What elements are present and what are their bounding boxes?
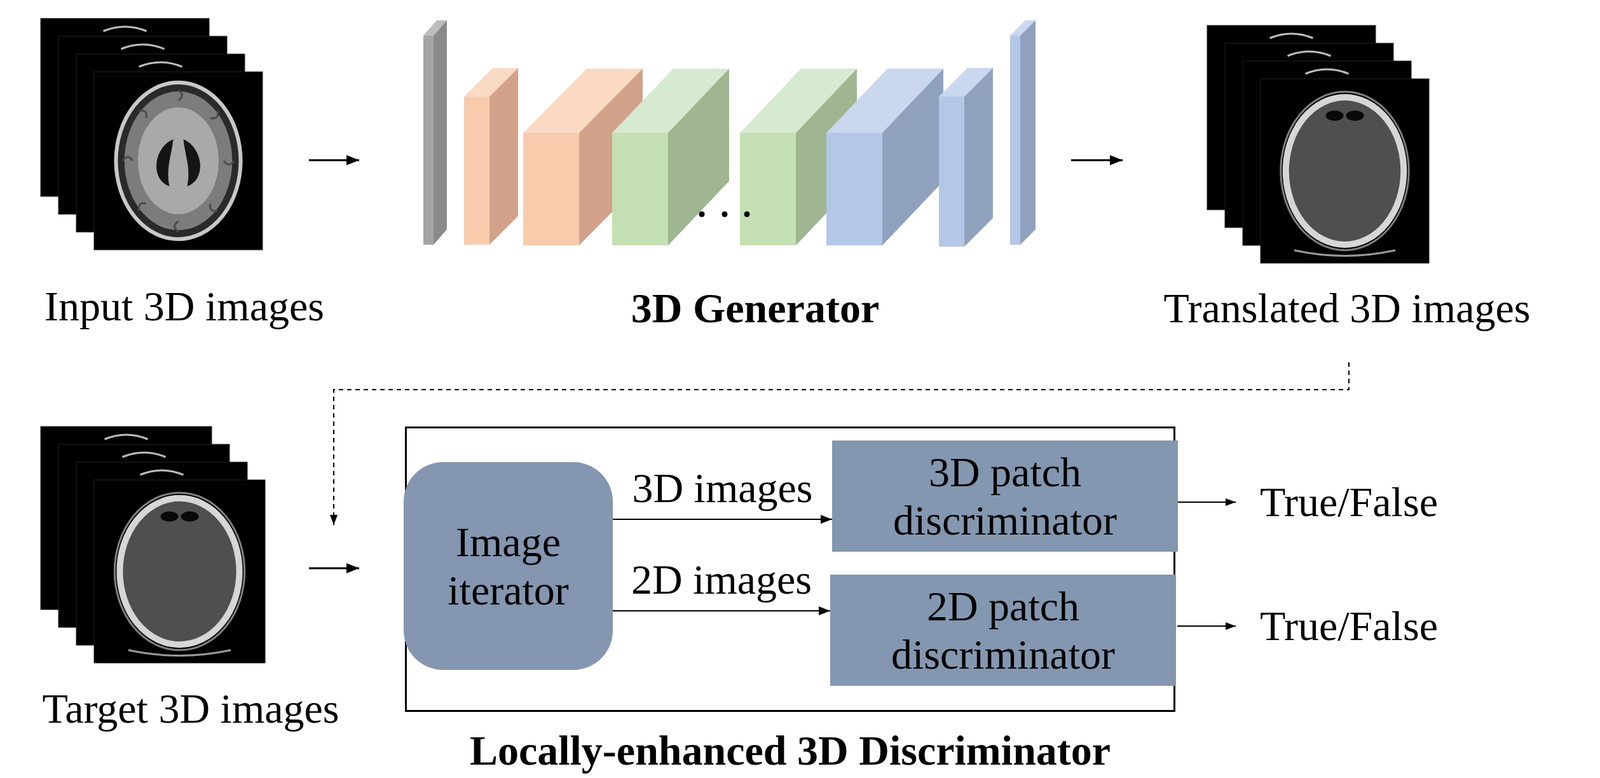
generator-layer — [826, 68, 944, 246]
node-text: 2D patch discriminator — [830, 582, 1177, 679]
layer-front — [826, 132, 883, 246]
discriminator-box: 2D patch discriminator — [830, 574, 1177, 686]
flow-arrow — [1071, 159, 1123, 162]
layer-front — [739, 132, 796, 246]
ct-sinus — [1346, 110, 1365, 121]
node-text: Image iterator — [403, 518, 613, 615]
mri-gyrus — [223, 160, 234, 165]
edge-label: 3D images — [628, 465, 817, 512]
ct-bed — [1294, 250, 1396, 257]
connector-arrow — [612, 610, 831, 612]
ct-bed — [128, 650, 231, 657]
input-image-stack — [40, 18, 263, 250]
output-label: True/False — [1259, 478, 1438, 527]
layer-front — [464, 96, 490, 245]
layer-front — [938, 96, 965, 247]
ct-skull — [1285, 97, 1405, 245]
text-wrap: 2D patch discriminator — [830, 582, 1177, 679]
ellipsis-dot — [722, 211, 728, 218]
iterator-box: Image iterator — [403, 462, 613, 671]
mri-ventricle — [156, 139, 173, 187]
head-top-arc — [1287, 51, 1332, 56]
layer-side — [433, 20, 447, 245]
generator-layer — [423, 20, 447, 245]
target-image-stack — [40, 426, 266, 664]
head-top-arc — [140, 470, 184, 475]
layer-side — [882, 68, 944, 246]
layer-front — [1010, 35, 1021, 245]
image-slice — [94, 71, 263, 250]
ellipsis-dot — [699, 211, 705, 218]
frame-heading: Locally-enhanced 3D Discriminator — [469, 726, 1111, 775]
ct-sinus — [181, 511, 199, 522]
ct-sinus — [160, 511, 179, 522]
node-text: 3D patch discriminator — [832, 448, 1178, 545]
image-caption: Target 3D images — [41, 684, 339, 733]
generator-layer — [1010, 20, 1036, 245]
ellipsis-dot — [744, 211, 751, 218]
mri-gyrus — [174, 221, 179, 232]
flow-arrow — [308, 159, 360, 162]
layer-front — [612, 132, 669, 246]
mri-gyrus — [122, 157, 133, 161]
ct-sinus — [1326, 110, 1344, 121]
head-top-arc — [103, 26, 147, 32]
mri-gyrus — [178, 90, 183, 101]
head-top-arc — [1270, 33, 1314, 39]
output-arrow — [1177, 501, 1236, 503]
mri-head — [115, 82, 241, 240]
ct-skull — [119, 498, 240, 645]
mri-gyrus — [210, 110, 219, 119]
output-label: True/False — [1259, 601, 1438, 651]
image-caption: Input 3D images — [44, 282, 325, 331]
connector-arrow — [612, 518, 833, 520]
flow-arrow — [308, 567, 360, 570]
discriminator-box: 3D patch discriminator — [832, 440, 1178, 552]
head-top-arc — [122, 452, 166, 458]
ct-skin — [114, 492, 245, 651]
text-wrap: 3D patch discriminator — [832, 448, 1178, 545]
layer-side — [489, 68, 519, 245]
image-caption: Translated 3D images — [1163, 284, 1531, 333]
head-top-arc — [139, 62, 183, 67]
edge-label: 2D images — [627, 556, 816, 604]
generator-layer — [612, 68, 730, 246]
generator-layer — [464, 68, 519, 245]
image-slice — [1260, 78, 1430, 264]
layer-side — [964, 68, 993, 247]
module-title: 3D Generator — [631, 284, 880, 333]
mri-gyrus — [210, 203, 219, 212]
head-top-arc — [121, 44, 165, 49]
layer-front — [523, 132, 580, 246]
head-top-arc — [104, 434, 149, 440]
translated-image-stack — [1207, 25, 1430, 264]
mri-brain — [124, 91, 233, 231]
layer-side — [668, 68, 730, 246]
mri-white-matter — [137, 107, 219, 215]
ct-skin — [1280, 91, 1409, 250]
image-slice — [94, 479, 266, 664]
generator-layer — [938, 68, 993, 247]
mri-ventricle — [183, 139, 201, 187]
layer-side — [1020, 20, 1036, 245]
head-top-arc — [1305, 69, 1349, 74]
text-wrap: Image iterator — [403, 518, 613, 615]
mri-gyrus — [138, 203, 147, 212]
mri-gyrus — [139, 110, 147, 119]
output-arrow — [1177, 625, 1236, 627]
layer-front — [423, 35, 434, 245]
